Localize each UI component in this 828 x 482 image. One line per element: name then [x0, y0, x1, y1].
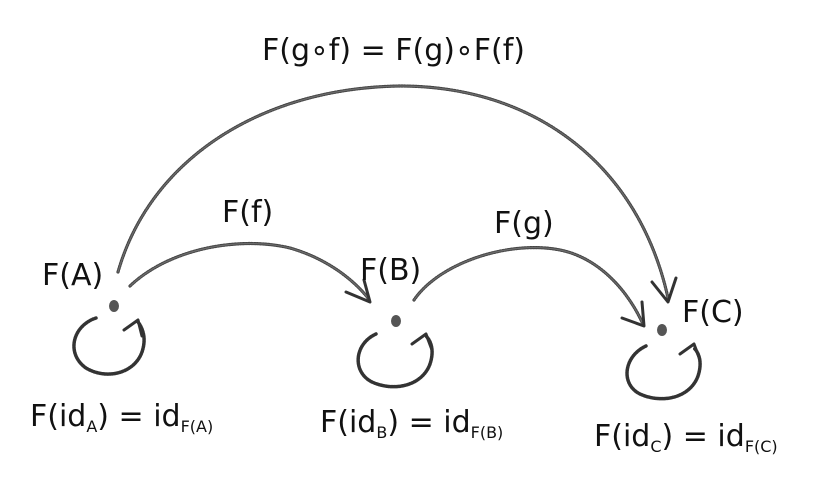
object-c-point [657, 324, 667, 336]
arrow-g-label: F(g) [494, 206, 554, 241]
identity-equation-c: F(idC) = idF(C) [594, 419, 778, 456]
identity-loop-a [72, 316, 146, 376]
arrow-f [128, 242, 372, 304]
arrow-f-label: F(f) [222, 195, 273, 230]
object-a-point [109, 300, 119, 312]
object-c-label: F(C) [682, 295, 744, 330]
identity-equation-a: F(idA) = idF(A) [30, 399, 213, 436]
identity-loop-b [356, 332, 434, 389]
arrow-g [412, 246, 646, 328]
identity-equation-b: F(idB) = idF(B) [320, 405, 503, 442]
composite-label: F(g∘f) = F(g)∘F(f) [262, 33, 525, 68]
object-b-point [391, 315, 401, 327]
composite-arrow [116, 84, 678, 304]
object-a-label: F(A) [42, 258, 103, 293]
object-b-label: F(B) [360, 253, 421, 288]
identity-loop-c [625, 342, 702, 401]
